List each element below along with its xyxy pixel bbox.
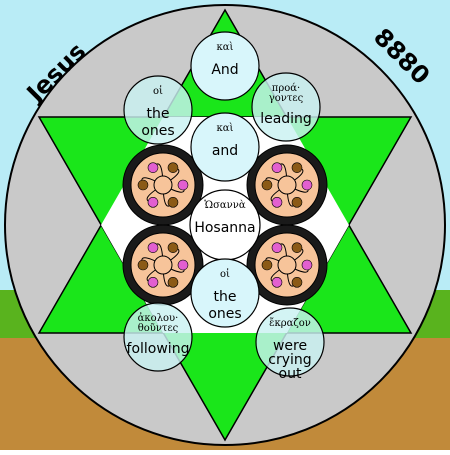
rosette-petal bbox=[147, 242, 159, 253]
rosette-petal bbox=[271, 197, 283, 208]
word-circle-upper-center: καὶ and bbox=[190, 112, 260, 182]
greek-word: ἔκραζον bbox=[269, 318, 311, 329]
greek-word: καὶ bbox=[217, 42, 234, 53]
word-circle-upper-right: προά·γοντες leading bbox=[251, 72, 321, 142]
word-circle-disc bbox=[190, 258, 260, 328]
greek-word: καὶ bbox=[217, 123, 234, 134]
rosette-petal bbox=[177, 179, 189, 191]
rosette bbox=[122, 144, 204, 226]
rosette-petal bbox=[291, 242, 303, 253]
rosette-petal bbox=[167, 197, 179, 208]
rosette-petal bbox=[301, 179, 313, 191]
english-word: and bbox=[212, 143, 238, 159]
english-word: out bbox=[279, 366, 302, 382]
rosette-petal bbox=[167, 277, 179, 288]
word-circle-lower-left: ἀκολου·θοῦντες following bbox=[123, 302, 193, 372]
rosette-petal bbox=[137, 179, 149, 191]
english-word: Hosanna bbox=[194, 220, 255, 236]
english-word: were bbox=[273, 338, 307, 354]
rosette-petal bbox=[137, 259, 149, 271]
greek-word: προά· bbox=[272, 83, 300, 94]
english-word: ones bbox=[208, 306, 241, 322]
rosette-petal bbox=[147, 197, 159, 208]
rosette-petal bbox=[271, 242, 283, 253]
greek-word: ἀκολου· bbox=[138, 313, 179, 324]
rosette-petal bbox=[167, 162, 179, 173]
rosette-center bbox=[277, 175, 297, 195]
greek-word: οἱ bbox=[220, 269, 230, 280]
rosette-center bbox=[153, 175, 173, 195]
english-word: And bbox=[211, 62, 238, 78]
rosette-petal bbox=[147, 277, 159, 288]
rosette-petal bbox=[271, 162, 283, 173]
greek-word: οἱ bbox=[153, 86, 163, 97]
rosette-petal bbox=[271, 277, 283, 288]
rosette-center bbox=[277, 255, 297, 275]
greek-word: Ὡσαννὰ bbox=[204, 200, 245, 211]
rosette-petal bbox=[301, 259, 313, 271]
word-circle-disc bbox=[255, 307, 325, 377]
word-circle-disc bbox=[123, 302, 193, 372]
rosette-petal bbox=[261, 179, 273, 191]
word-circle-disc bbox=[190, 112, 260, 182]
rosette-petal bbox=[291, 277, 303, 288]
rosettes bbox=[122, 144, 328, 306]
english-word: ones bbox=[141, 123, 174, 139]
rosette-petal bbox=[291, 162, 303, 173]
greek-word: θοῦντες bbox=[138, 323, 179, 334]
rosette-petal bbox=[291, 197, 303, 208]
rosette-petal bbox=[177, 259, 189, 271]
greek-word: γοντες bbox=[269, 93, 304, 104]
word-circles: καὶAndοἱtheonesπροά·γοντεςleadingκαὶandὩ… bbox=[123, 31, 325, 382]
rosette bbox=[246, 224, 328, 306]
rosette-petal bbox=[261, 259, 273, 271]
rosette-petal bbox=[147, 162, 159, 173]
rosette bbox=[246, 144, 328, 226]
english-word: leading bbox=[260, 111, 312, 127]
english-word: the bbox=[214, 289, 237, 305]
word-circle-disc bbox=[251, 72, 321, 142]
word-circle-disc bbox=[190, 31, 260, 101]
rosette bbox=[122, 224, 204, 306]
rosette-petal bbox=[167, 242, 179, 253]
rosette-center bbox=[153, 255, 173, 275]
english-word: following bbox=[127, 341, 190, 357]
word-circle-disc bbox=[123, 75, 193, 145]
english-word: crying bbox=[268, 352, 311, 368]
english-word: the bbox=[147, 106, 170, 122]
